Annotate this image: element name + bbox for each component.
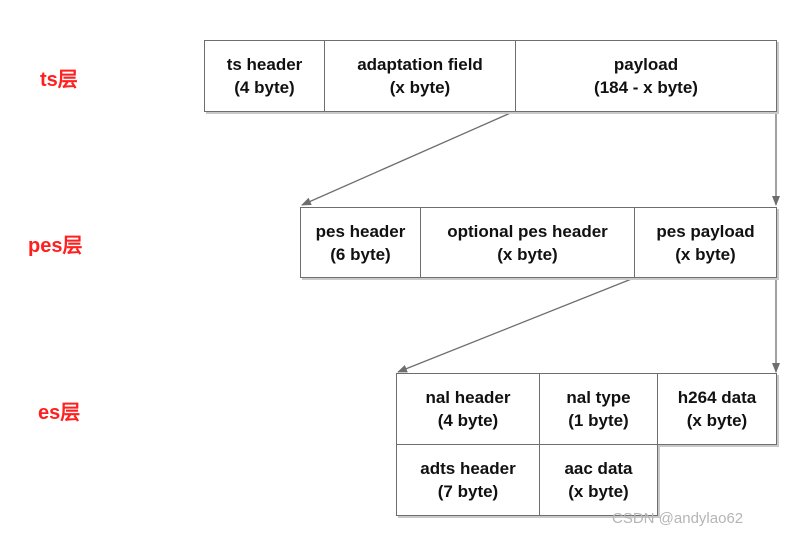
adaptation-field-box: adaptation field (x byte) <box>324 40 516 112</box>
optional-pes-header-box: optional pes header (x byte) <box>420 207 635 278</box>
ts-layer-label: ts层 <box>40 69 78 91</box>
pes-header-name: pes header <box>315 221 406 241</box>
h264-data-name: h264 data <box>677 388 757 407</box>
nal-header-box: nal header (4 byte) <box>396 373 540 445</box>
aac-data-name: aac data <box>564 459 633 478</box>
adts-header-box: adts header (7 byte) <box>396 444 540 516</box>
optional-pes-header-name: optional pes header <box>447 221 608 241</box>
nal-type-box: nal type (1 byte) <box>539 373 658 445</box>
adts-header-size: (7 byte) <box>437 482 499 501</box>
payload-name: payload <box>613 55 679 74</box>
pes-payload-name: pes payload <box>656 221 755 241</box>
aac-data-size: (x byte) <box>568 482 629 501</box>
aac-data-box: aac data (x byte) <box>539 444 658 516</box>
payload-box: payload (184 - x byte) <box>515 40 777 112</box>
payload-size: (184 - x byte) <box>594 78 698 97</box>
optional-pes-header-size: (x byte) <box>497 244 558 264</box>
es-layer-label: es层 <box>38 402 81 424</box>
nal-header-name: nal header <box>425 388 511 407</box>
nal-type-size: (1 byte) <box>568 411 629 430</box>
h264-data-size: (x byte) <box>686 411 748 430</box>
ts-header-size: (4 byte) <box>234 78 295 97</box>
nal-type-name: nal type <box>566 388 631 407</box>
ts-header-box: ts header (4 byte) <box>204 40 325 112</box>
pes-layer-label: pes层 <box>28 235 83 257</box>
nal-header-size: (4 byte) <box>437 411 499 430</box>
ts-header-name: ts header <box>226 55 303 74</box>
arrow-payload-left <box>301 110 516 206</box>
pes-header-box: pes header (6 byte) <box>300 207 421 278</box>
h264-data-box: h264 data (x byte) <box>657 373 777 445</box>
pes-payload-box: pes payload (x byte) <box>634 207 777 278</box>
arrow-pes-payload-left <box>397 277 635 373</box>
adaptation-field-name: adaptation field <box>357 55 483 74</box>
pes-payload-size: (x byte) <box>675 244 736 264</box>
adaptation-field-size: (x byte) <box>389 78 451 97</box>
pes-header-size: (6 byte) <box>330 244 391 264</box>
watermark: CSDN @andylao62 <box>612 510 744 527</box>
adts-header-name: adts header <box>420 459 516 478</box>
